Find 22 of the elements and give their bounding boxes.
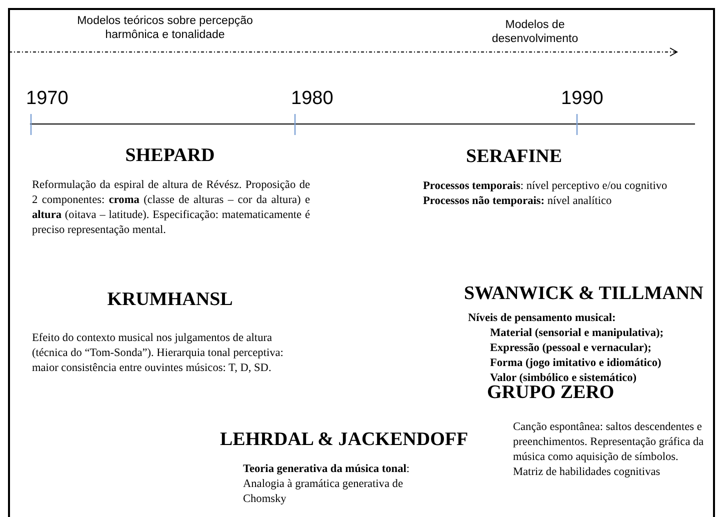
description-text: Expressão (pessoal e vernacular); [490, 341, 652, 356]
description-text: Reformulação da espiral de altura de Révész. Proposição de 2 componentes: croma (classe de alturas – cor da altura) e altura (oitava – latitude). Especificação: matematicamente é preciso representação mental. [32, 178, 310, 238]
description-text: Forma (jogo imitativo e idiomático) [490, 356, 662, 371]
period-label: Modelos de desenvolvimento [490, 19, 580, 47]
researcher-heading: GRUPO ZERO [486, 382, 614, 404]
researcher-heading: SWANWICK & TILLMANN [463, 283, 704, 305]
year-label: 1990 [561, 88, 604, 111]
description-text: Valor (simbólico e sistemático) [490, 371, 638, 385]
researcher-heading: KRUMHANSL [106, 289, 234, 311]
researcher-heading: SERAFINE [465, 146, 564, 168]
researcher-heading: SHEPARD [124, 145, 216, 167]
description-text: Efeito do contexto musical nos julgamentos de altura (técnica do “Tom-Sonda”). Hierarquia tonal perceptiva: maior consistência entre ouvintes músicos: T, D, SD. [32, 331, 284, 376]
year-label: 1970 [26, 88, 70, 111]
description-text: Processos não temporais: nível analítico [423, 194, 613, 209]
year-label: 1980 [291, 88, 334, 111]
description-text: Material (sensorial e manipulativa); [490, 326, 665, 341]
description-text: Processos temporais: nível perceptivo e/ou cognitivo [423, 179, 668, 194]
description-text: Teoria generativa da música tonal: Analogia à gramática generativa de Chomsky [243, 462, 411, 507]
researcher-heading: LEHRDAL & JACKENDOFF [219, 429, 470, 451]
period-label: Modelos teóricos sobre percepção harmônica e tonalidade [76, 15, 254, 43]
description-text: Canção espontânea: saltos descendentes e preenchimentos. Representação gráfica da música como aquisição de símbolos. Matriz de habilidades cognitivas [513, 420, 704, 480]
description-text: Níveis de pensamento musical: [468, 311, 617, 326]
